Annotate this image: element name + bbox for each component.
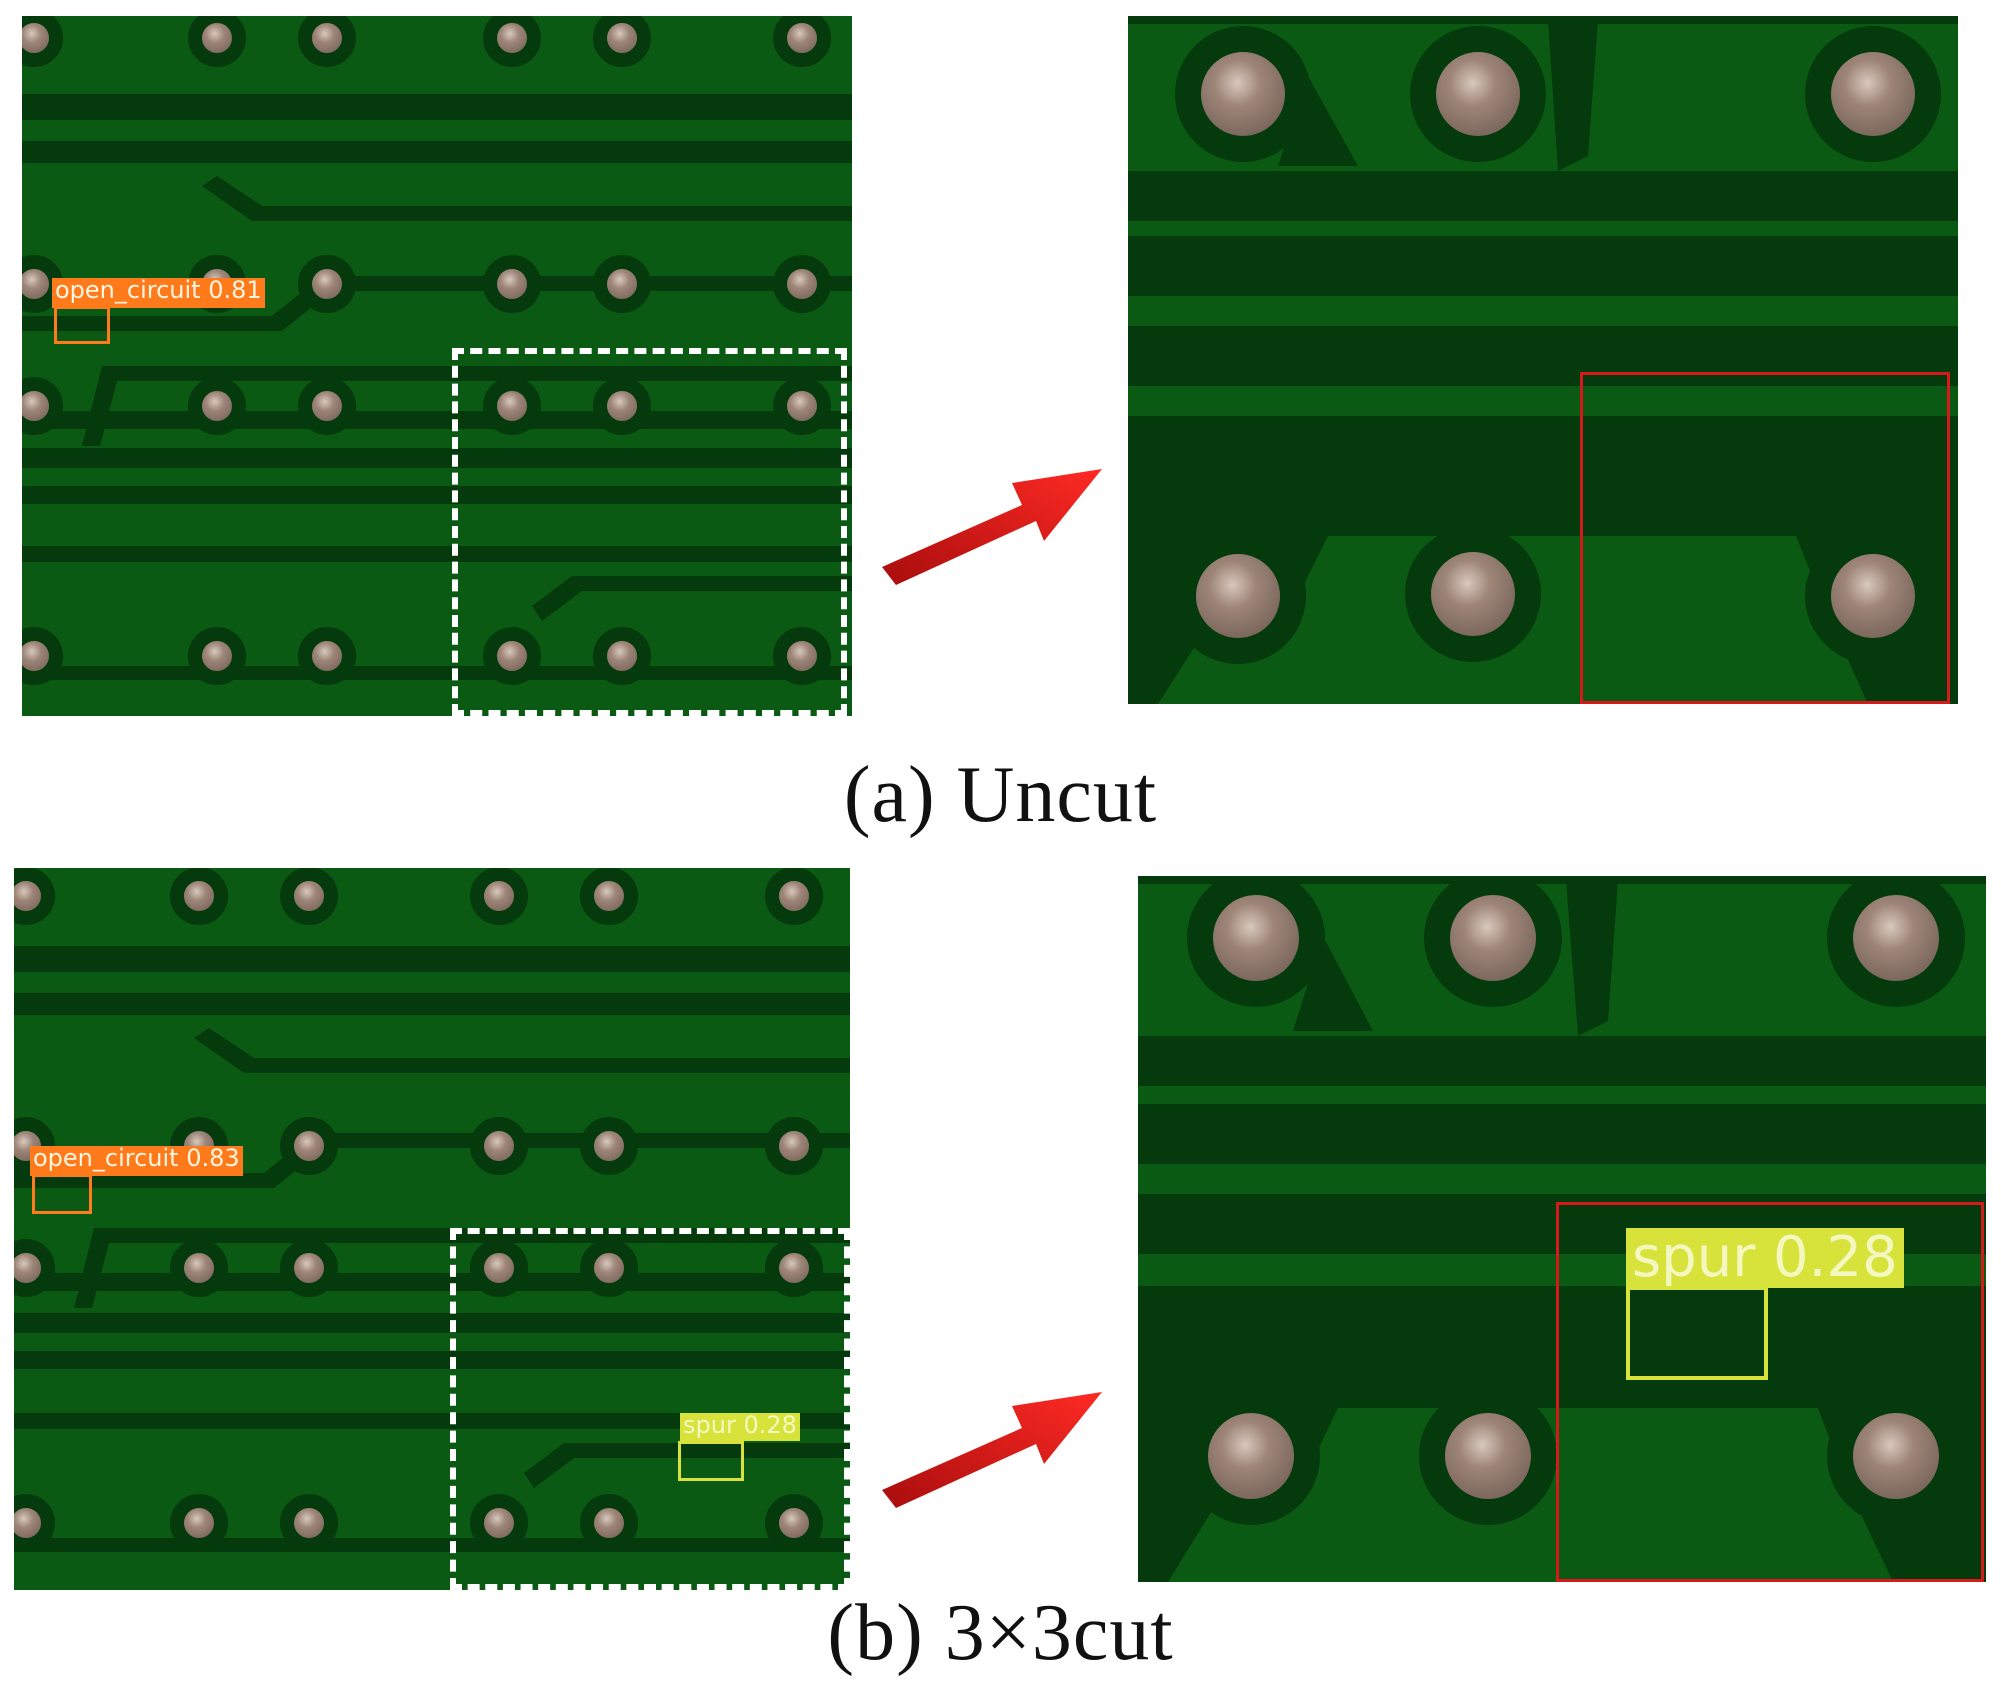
detection-box-spur-zoom: [1626, 1286, 1768, 1380]
detection-label-open-circuit: open_circuit 0.83: [30, 1146, 243, 1176]
crop-region-outline: [452, 348, 847, 716]
pcb-traces: [14, 868, 850, 1590]
detection-box-open-circuit: [32, 1174, 92, 1214]
caption-uncut: (a) Uncut: [843, 751, 1158, 839]
zoomed-crop-3x3cut: spur 0.28: [1138, 876, 1986, 1582]
detection-box-spur: [678, 1441, 744, 1481]
red-arrow-icon: [882, 1392, 1102, 1508]
pcb-traces: [22, 16, 852, 716]
crop-region-outline: [450, 1228, 850, 1590]
detection-box-open-circuit: [54, 306, 110, 344]
roi-outline: [1556, 1202, 1984, 1582]
zoomed-crop-uncut: [1128, 16, 1958, 704]
detection-label-open-circuit: open_circuit 0.81: [52, 278, 265, 308]
red-arrow-icon: [882, 469, 1102, 585]
pcb-traces-zoom: [1138, 876, 1986, 1582]
roi-outline: [1580, 372, 1950, 704]
detection-label-spur: spur 0.28: [680, 1413, 800, 1441]
detection-label-spur-zoom: spur 0.28: [1626, 1228, 1904, 1288]
caption-3x3cut: (b) 3×3cut: [827, 1589, 1174, 1677]
pcb-traces-zoom: [1128, 16, 1958, 704]
board-image-3x3cut: open_circuit 0.83 spur 0.28: [14, 868, 850, 1590]
board-image-uncut: open_circuit 0.81: [22, 16, 852, 716]
